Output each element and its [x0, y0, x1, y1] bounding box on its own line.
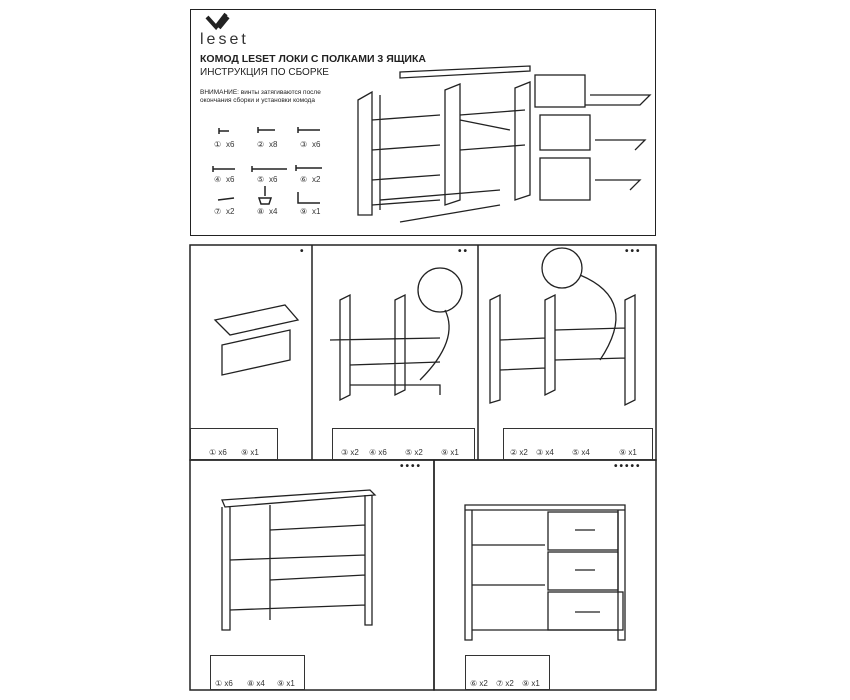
- hardware-6-qty: x2: [312, 175, 321, 184]
- leset-logo: [205, 12, 230, 31]
- part: ④ x6: [369, 448, 387, 457]
- hardware-9: ⑨: [300, 207, 308, 216]
- hardware-5-qty: x6: [269, 175, 278, 184]
- part: ③ x2: [341, 448, 359, 457]
- overview-panel: [190, 9, 656, 236]
- hardware-4-qty: x6: [226, 175, 235, 184]
- part: ② x2: [510, 448, 528, 457]
- part: ⑥ x2: [470, 679, 488, 688]
- hardware-3-qty: x6: [312, 140, 321, 149]
- step-4-marker: ••••: [400, 461, 423, 472]
- step-2-marker: ••: [458, 246, 470, 257]
- step-4-parts: ① x6 ⑧ x4 ⑨ x1: [210, 655, 305, 690]
- part: ⑨ x1: [441, 448, 459, 457]
- part: ⑨ x1: [619, 448, 637, 457]
- document-title: КОМОД LESET ЛОКИ С ПОЛКАМИ 3 ЯЩИКА: [200, 53, 426, 65]
- step-1-parts: ① x6 ⑨ x1: [190, 428, 278, 460]
- step-3-parts: ② x2 ③ x4 ⑤ x4 ⑨ x1: [503, 428, 653, 460]
- brand-name: leset: [200, 31, 249, 48]
- step-1-marker: •: [300, 246, 306, 257]
- hardware-1: ①: [214, 140, 222, 149]
- warning-line-1: ВНИМАНИЕ: винты затягиваются после: [200, 89, 321, 96]
- hardware-8-qty: x4: [269, 207, 278, 216]
- step-3-marker: •••: [625, 246, 642, 257]
- step-2-parts: ③ x2 ④ x6 ⑤ x2 ⑨ x1: [332, 428, 475, 460]
- part: ⑤ x4: [572, 448, 590, 457]
- hardware-6: ⑥: [300, 175, 308, 184]
- part: ⑦ x2: [496, 679, 514, 688]
- hardware-9-qty: x1: [312, 207, 321, 216]
- warning-line-2: окончания сборки и установки комода: [200, 97, 315, 104]
- part: ① x6: [215, 679, 233, 688]
- part: ⑧ x4: [247, 679, 265, 688]
- hardware-7-qty: x2: [226, 207, 235, 216]
- hardware-2: ②: [257, 140, 265, 149]
- step-5-marker: •••••: [614, 461, 642, 472]
- part: ⑨ x1: [522, 679, 540, 688]
- hardware-8: ⑧: [257, 207, 265, 216]
- part: ③ x4: [536, 448, 554, 457]
- part: ⑨ x1: [241, 448, 259, 457]
- hardware-3: ③: [300, 140, 308, 149]
- hardware-2-qty: x8: [269, 140, 278, 149]
- part: ⑨ x1: [277, 679, 295, 688]
- hardware-7: ⑦: [214, 207, 222, 216]
- hardware-5: ⑤: [257, 175, 265, 184]
- hardware-4: ④: [214, 175, 222, 184]
- step-5-parts: ⑥ x2 ⑦ x2 ⑨ x1: [465, 655, 550, 690]
- part: ⑤ x2: [405, 448, 423, 457]
- hardware-1-qty: x6: [226, 140, 235, 149]
- document-subtitle: ИНСТРУКЦИЯ ПО СБОРКЕ: [200, 67, 329, 78]
- part: ① x6: [209, 448, 227, 457]
